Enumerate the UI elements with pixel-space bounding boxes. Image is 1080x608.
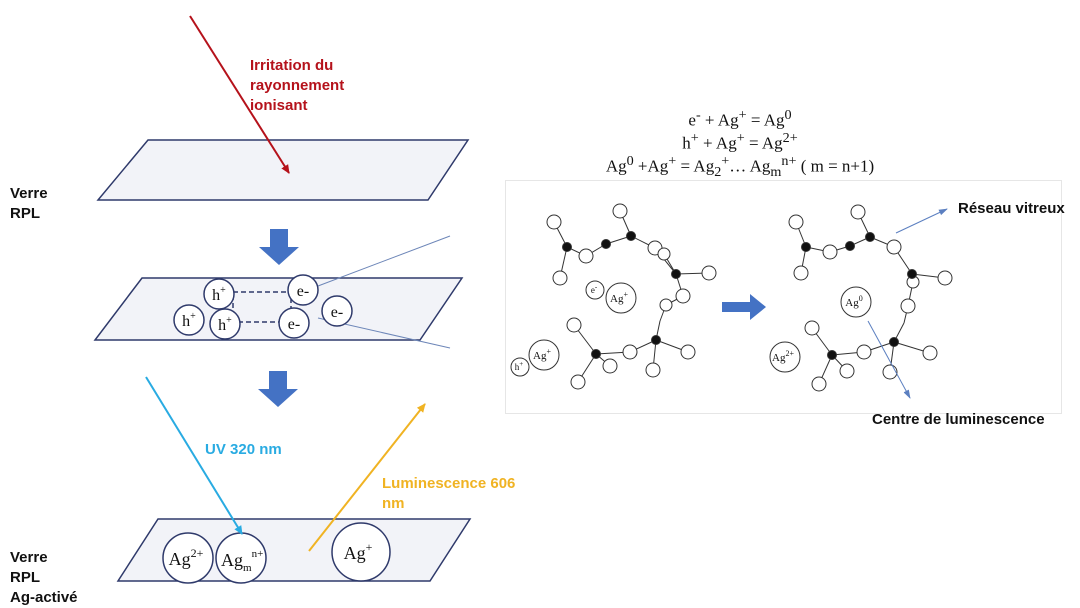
plate-top [96, 139, 470, 201]
verre-rpl-label: Verre RPL [10, 184, 48, 224]
centre-pointer-arrow [867, 320, 911, 399]
luminescence-arrow [308, 403, 426, 552]
equation-2: h+ + Ag+ = Ag2+ [682, 130, 798, 153]
svg-text:h+: h+ [182, 311, 196, 330]
svg-text:h+: h+ [212, 285, 226, 304]
agplus-in-network: Ag+ [605, 282, 637, 314]
svg-text:Ag+: Ag+ [344, 540, 373, 563]
zoom-line-top [317, 235, 451, 287]
svg-text:e-: e- [297, 283, 309, 300]
ag2plus-ion: Ag2+ [162, 532, 214, 584]
svg-text:h+: h+ [515, 360, 524, 372]
glass-network-after [788, 204, 953, 392]
rpl-line: RPL [10, 205, 40, 222]
svg-text:Ag2+: Ag2+ [169, 546, 204, 569]
equation-3: Ag0 +Ag+ = Ag2+… Agmn+ ( m = n+1) [605, 153, 875, 181]
irradiation-label: Irritation du rayonnement ionisant [250, 56, 344, 116]
verre-line: Verre [10, 185, 48, 202]
hole-carrier: h+ [173, 304, 205, 336]
block-arrow-down-2 [258, 371, 298, 407]
dashed-pair-box [232, 291, 292, 323]
equation-1: e- + Ag+ = Ag0 [688, 107, 792, 130]
verre-rpl-ag-label: Verre RPL Ag-activé [10, 548, 78, 608]
svg-text:Ag2+: Ag2+ [772, 349, 794, 364]
svg-text:h+: h+ [218, 315, 232, 334]
block-arrow-down-1 [259, 229, 299, 265]
svg-text:e-: e- [591, 283, 598, 295]
electron-carrier: e- [287, 274, 319, 306]
luminescence-line-2: nm [382, 495, 405, 512]
verre-ag-line-1: Verre [10, 549, 48, 566]
block-arrow-right [722, 294, 766, 320]
svg-text:Agmn+: Agmn+ [221, 548, 263, 574]
centre-luminescence-label: Centre de luminescence [872, 411, 1045, 428]
verre-ag-line-3: Ag-activé [10, 589, 78, 606]
electron-carrier: e- [278, 307, 310, 339]
irradiation-line-1: Irritation du [250, 57, 334, 74]
verre-ag-line-2: RPL [10, 569, 40, 586]
hole-carrier: h+ [209, 308, 241, 340]
hole-in-network: h+ [510, 357, 530, 377]
ag0-luminescence-center: Ag0 [840, 286, 872, 318]
uv-arrow [145, 376, 243, 535]
electron-carrier: e- [321, 295, 353, 327]
ag2plus-in-network: Ag2+ [769, 341, 801, 373]
glass-network-before [546, 203, 717, 390]
agplus-ion: Ag+ [331, 522, 391, 582]
svg-text:Ag+: Ag+ [533, 347, 551, 362]
hole-carrier: h+ [203, 278, 235, 310]
svg-text:e-: e- [288, 316, 300, 333]
svg-text:Ag0: Ag0 [845, 294, 862, 309]
reseau-vitreux-label: Réseau vitreux [958, 200, 1065, 217]
plate-middle [93, 277, 464, 341]
irradiation-line-3: ionisant [250, 97, 308, 114]
agm-cluster-ion: Agmn+ [215, 532, 267, 584]
luminescence-label: Luminescence 606 nm [382, 474, 515, 514]
svg-text:e-: e- [331, 304, 343, 321]
uv-label: UV 320 nm [205, 441, 282, 458]
irradiation-arrow [189, 15, 290, 174]
reseau-pointer-arrow [895, 208, 948, 234]
svg-text:Ag+: Ag+ [610, 290, 628, 305]
electron-in-network: e- [585, 280, 605, 300]
agplus-in-network-2: Ag+ [528, 339, 560, 371]
luminescence-line-1: Luminescence 606 [382, 475, 516, 492]
irradiation-line-2: rayonnement [250, 77, 345, 94]
